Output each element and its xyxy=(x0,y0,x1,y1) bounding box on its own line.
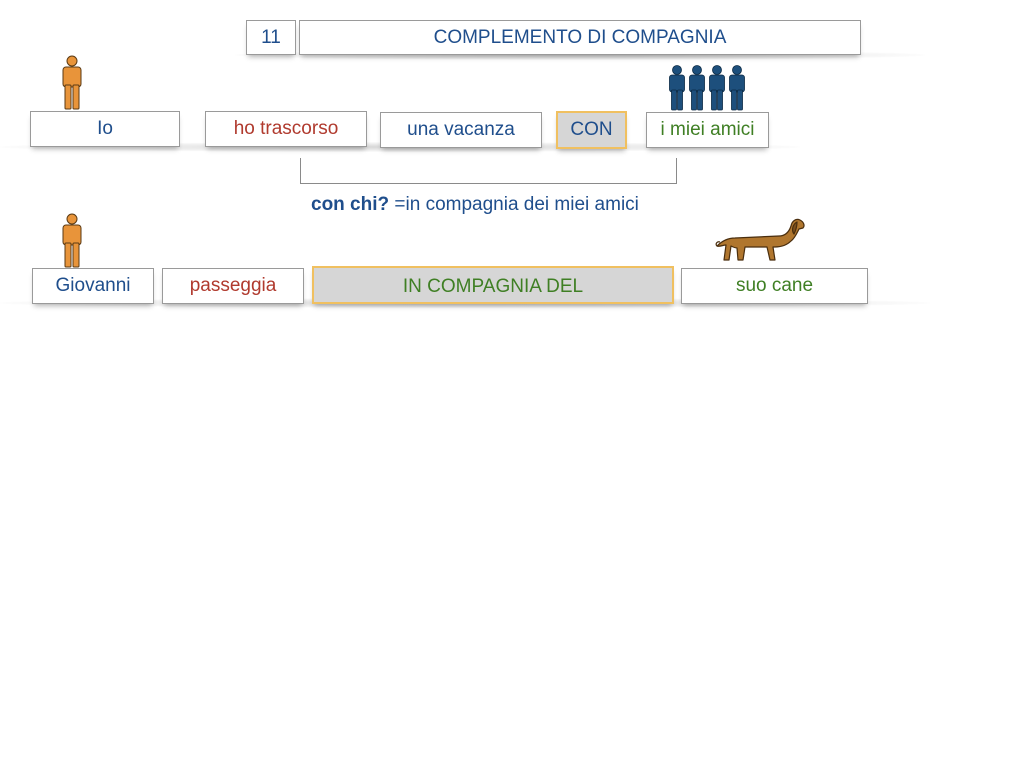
sentence1-complement: i miei amici xyxy=(646,112,769,148)
question-answer: =in compagnia dei miei amici xyxy=(394,194,639,215)
sentence1-preposition: CON xyxy=(556,111,627,149)
group-icon xyxy=(669,65,745,111)
sentence2-preposition: IN COMPAGNIA DEL xyxy=(312,266,674,304)
question-line: con chi? =in compagnia dei miei amici xyxy=(311,194,639,216)
slide-title: COMPLEMENTO DI COMPAGNIA xyxy=(299,20,861,55)
sentence1-subject: Io xyxy=(30,111,180,147)
sentence1-object: una vacanza xyxy=(380,112,542,148)
slide-number: 11 xyxy=(246,20,296,55)
person-icon xyxy=(62,213,82,268)
header-shadow xyxy=(235,50,925,60)
sentence1-verb: ho trascorso xyxy=(205,111,367,147)
dog-icon xyxy=(715,218,805,261)
connector-bracket xyxy=(300,158,677,184)
person-icon xyxy=(62,55,82,110)
sentence2-complement: suo cane xyxy=(681,268,868,304)
sentence2-verb: passeggia xyxy=(162,268,304,304)
sentence2-subject: Giovanni xyxy=(32,268,154,304)
question-label: con chi? xyxy=(311,194,390,215)
